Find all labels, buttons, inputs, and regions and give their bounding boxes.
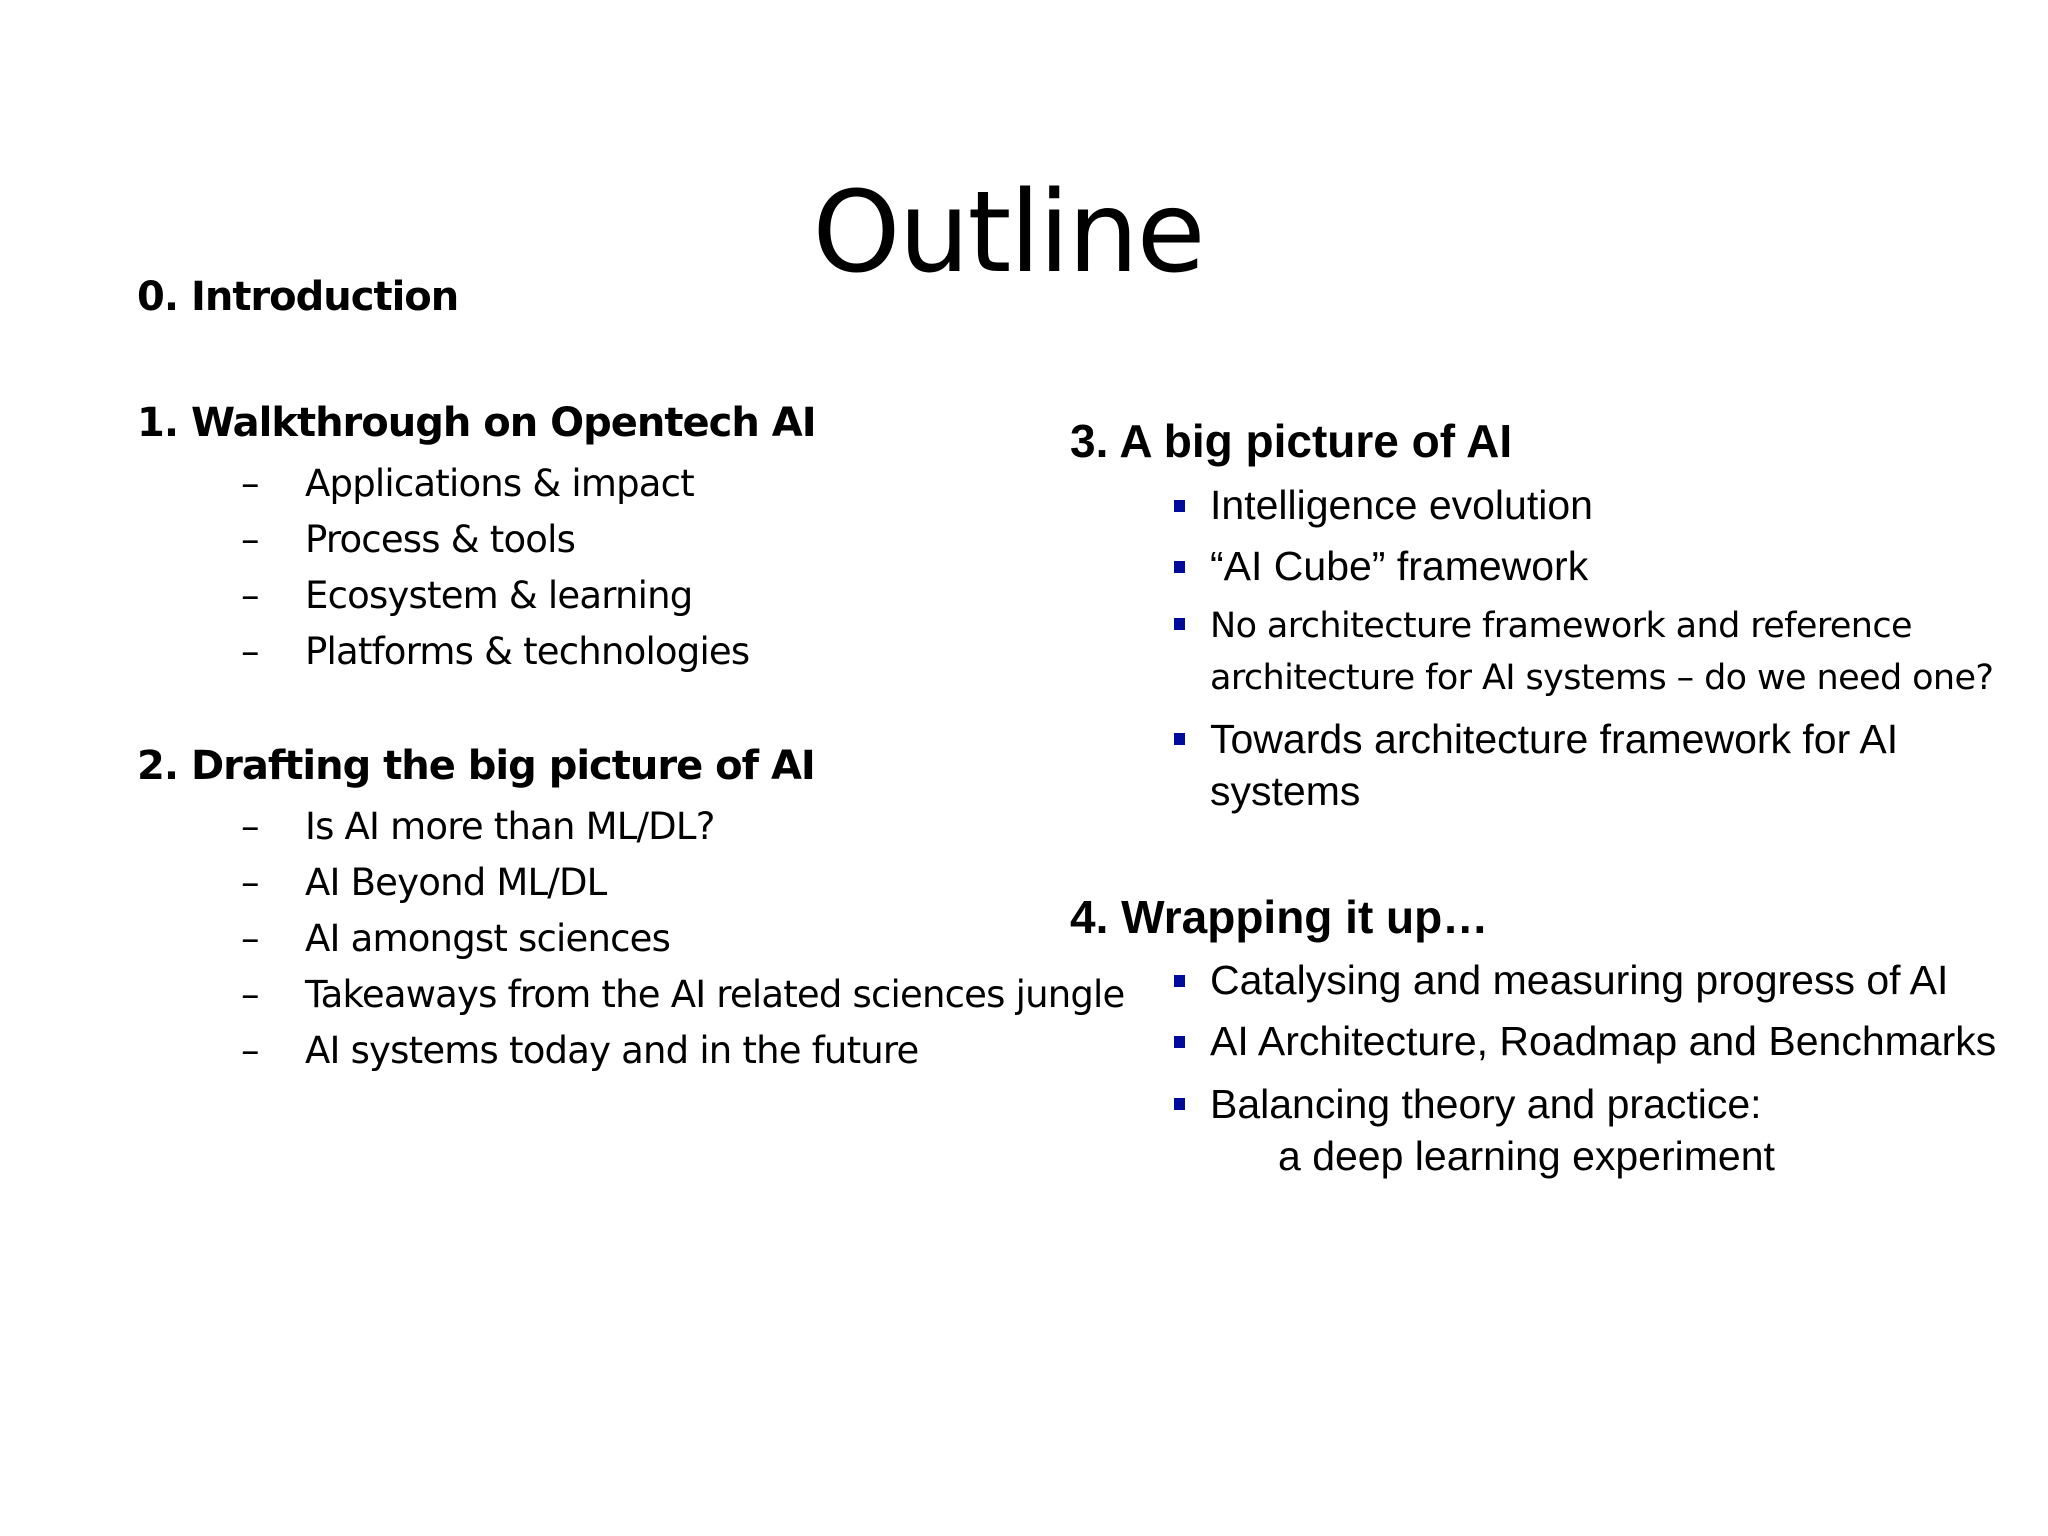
section-4-item: Balancing theory and practice:a deep lea… [1174, 1078, 1775, 1182]
square-bullet-icon [1174, 500, 1185, 512]
square-bullet-icon [1174, 618, 1185, 630]
section-1-heading: 1. Walkthrough on Opentech AI [137, 400, 817, 446]
dash-marker: – [241, 1029, 259, 1072]
section-3-item: Intelligence evolution [1174, 482, 1593, 529]
section-2-heading: 2. Drafting the big picture of AI [137, 743, 816, 789]
section-3-item: “AI Cube” framework [1174, 543, 1588, 590]
square-bullet-icon [1174, 975, 1185, 987]
square-bullet-icon [1174, 1036, 1185, 1048]
section-2-item: –Takeaways from the AI related sciences … [241, 973, 1125, 1016]
section-2-item: –Is AI more than ML/DL? [241, 805, 715, 848]
section-1-item: –Applications & impact [241, 462, 695, 505]
dash-marker: – [241, 462, 259, 505]
square-bullet-icon [1174, 1098, 1185, 1110]
section-3-heading: 3. A big picture of AI [1070, 415, 1513, 467]
section-4-heading: 4. Wrapping it up… [1070, 891, 1489, 943]
square-bullet-icon [1174, 733, 1185, 745]
dash-marker: – [241, 518, 259, 561]
slide-title: Outline [812, 168, 1205, 298]
dash-marker: – [241, 630, 259, 673]
section-1-item: –Ecosystem & learning [241, 574, 693, 617]
section-2-item: –AI amongst sciences [241, 917, 671, 960]
section-4-item: Catalysing and measuring progress of AI [1174, 957, 1948, 1004]
section-4-item: AI Architecture, Roadmap and Benchmarks [1174, 1018, 1996, 1065]
dash-marker: – [241, 861, 259, 904]
dash-marker: – [241, 805, 259, 848]
section-1-item: –Process & tools [241, 518, 576, 561]
dash-marker: – [241, 574, 259, 617]
dash-marker: – [241, 973, 259, 1016]
section-2-item: –AI Beyond ML/DL [241, 861, 607, 904]
section-2-item: –AI systems today and in the future [241, 1029, 919, 1072]
section-1-item: –Platforms & technologies [241, 630, 750, 673]
square-bullet-icon [1174, 561, 1185, 573]
section-0-heading: 0. Introduction [137, 274, 459, 320]
dash-marker: – [241, 917, 259, 960]
